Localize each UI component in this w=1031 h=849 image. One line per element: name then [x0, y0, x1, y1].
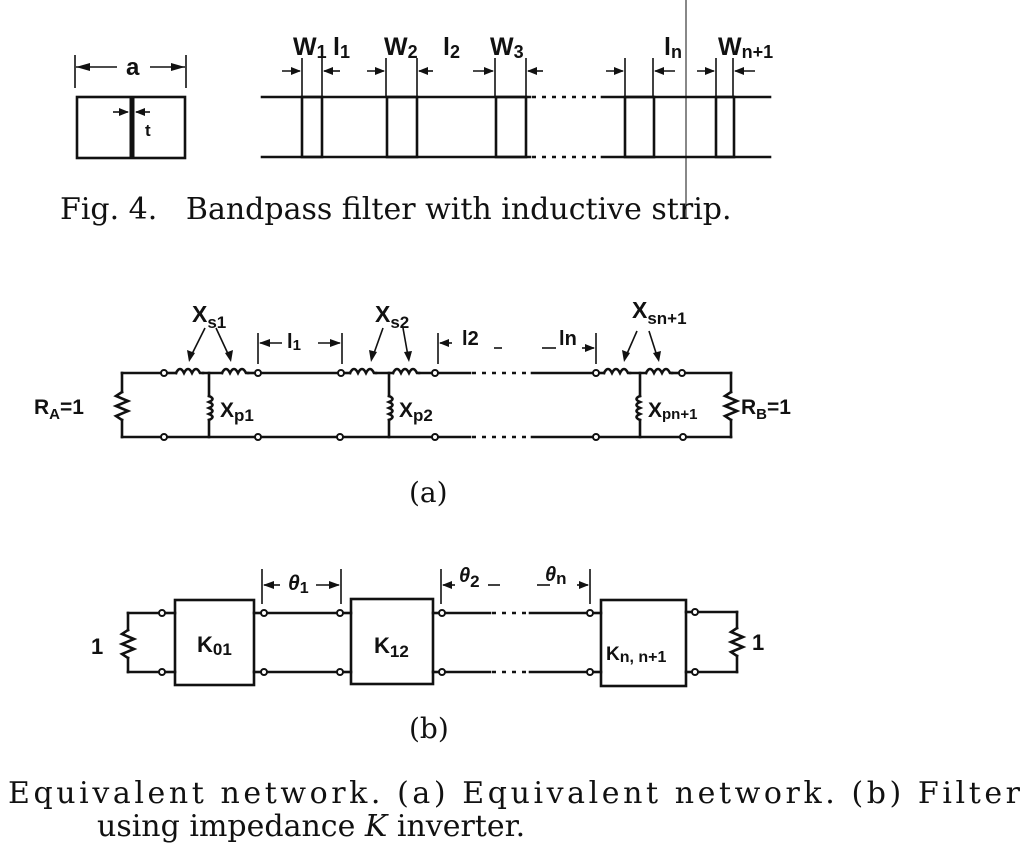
network-a-label: (a) [409, 476, 448, 509]
caption-line-2: using impedance K inverter. [97, 809, 525, 844]
caption-line-1: Equivalent network. (a) Equivalent netwo… [8, 776, 1021, 811]
line-label-thetan: θn [545, 564, 567, 588]
resistor-source-b [118, 611, 162, 674]
line-length-marks-a [257, 333, 597, 364]
series-label-xs2: Xs2 [375, 301, 409, 332]
series-label-xsn1: Xsn+1 [632, 297, 687, 328]
strip-n-plus-1 [714, 95, 736, 159]
terminals-a [160, 369, 687, 441]
network-b: 1 K01 K12 [91, 564, 764, 688]
resistor-rb [721, 371, 741, 439]
resistor-ra [112, 371, 132, 439]
waveguide-cross-section: a t [74, 54, 187, 160]
waveguide-rails [260, 95, 772, 159]
line-length-marks-b [261, 569, 591, 604]
shunt-inductors [205, 371, 644, 439]
strip-label-wn1: Wn+1 [718, 33, 773, 62]
load-label-rb: RB=1 [741, 396, 791, 423]
line-label-theta1: θ1 [288, 572, 309, 597]
strip-label-w3: W3 [490, 33, 524, 62]
arrow-right-icon [171, 63, 185, 71]
inverter-label-k01: K01 [197, 632, 232, 659]
load-label-b: 1 [752, 630, 764, 655]
terminals-b [158, 608, 699, 676]
fig4-caption: Fig. 4. Bandpass filter with inductive s… [60, 192, 732, 227]
shunt-label-xp1: Xp1 [220, 399, 254, 425]
line-label-l1: l1 [287, 331, 301, 354]
inverter-kn-n1: Kn, n+1 [590, 598, 688, 688]
shunt-label-xp2: Xp2 [399, 399, 433, 425]
network-b-label: (b) [409, 712, 449, 745]
network-a: RA=1 RB=1 [34, 297, 791, 441]
source-label-b: 1 [91, 634, 103, 659]
strip-label-w1: W1 [293, 33, 327, 62]
strip-n [623, 95, 656, 159]
inverter-k01: K01 [162, 598, 256, 687]
series-inductors [174, 367, 674, 376]
line-label-l2: l2 [462, 328, 479, 350]
gap-label-l2: l2 [443, 33, 460, 62]
fig4-diagram: a t [74, 33, 773, 160]
gap-label-l1: l1 [333, 33, 350, 62]
strip-label-w2: W2 [384, 33, 418, 62]
series-label-xs1: Xs1 [192, 301, 226, 332]
source-label-ra: RA=1 [34, 396, 84, 423]
resistor-load-b [684, 610, 747, 674]
strip-dimension-marks [282, 58, 755, 97]
line-label-theta2: θ2 [459, 565, 480, 591]
inverter-k12: K12 [340, 597, 435, 686]
strip-2 [385, 95, 419, 159]
inverter-label-k12: K12 [374, 633, 409, 661]
thickness-label-t: t [145, 121, 151, 140]
shunt-label-xpn1: Xpn+1 [648, 399, 697, 423]
series-label-arrows [187, 327, 661, 362]
line-label-ln: ln [559, 328, 577, 350]
arrow-left-icon [76, 63, 90, 71]
strip-1 [300, 95, 324, 159]
gap-label-ln: ln [664, 33, 682, 62]
strip-3 [494, 95, 528, 159]
inverter-label-kn-n1: Kn, n+1 [606, 644, 667, 666]
width-label-a: a [126, 54, 140, 81]
